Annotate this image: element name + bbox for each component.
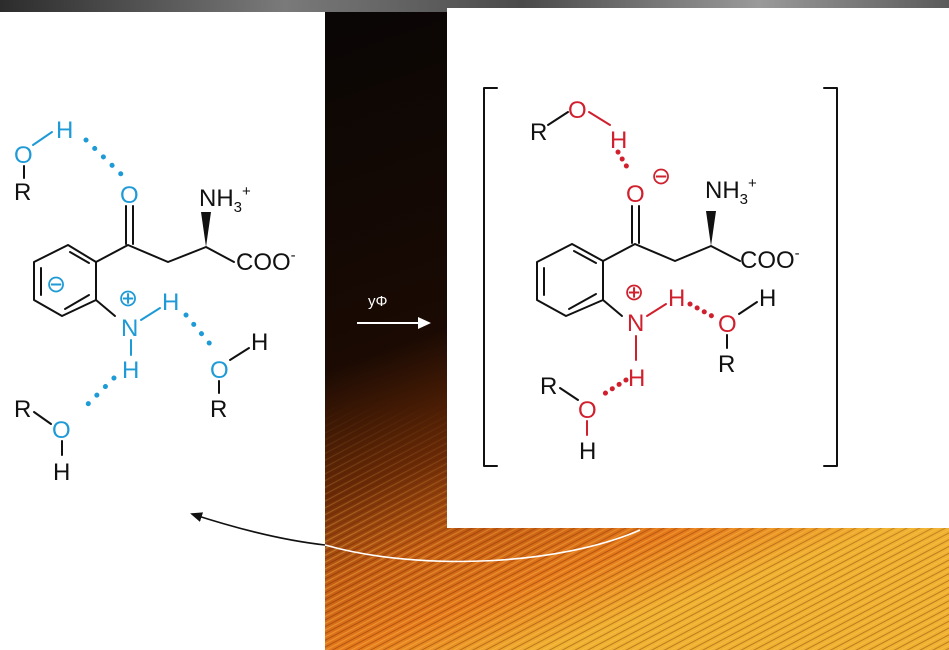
c-n-bond	[602, 299, 623, 317]
ring-double-bond	[568, 293, 597, 310]
r-o-bottom: R	[14, 396, 31, 423]
side-chain	[95, 244, 235, 263]
photoexcitation-arrowhead	[418, 317, 431, 329]
r-top: R	[530, 119, 547, 146]
oxygen-bottom: O	[52, 417, 71, 444]
hydrogen-n-below: H	[122, 357, 139, 384]
o-h-bond	[32, 131, 53, 146]
hydrogen-top: H	[56, 117, 73, 144]
o-h-bond-right	[738, 301, 758, 315]
return-arrow	[324, 529, 641, 563]
n-charge: ⊕	[118, 285, 138, 312]
oxygen-top: O	[568, 97, 587, 124]
hydrogen-o-bottom: H	[53, 459, 70, 486]
hydrogen-n-below: H	[628, 365, 645, 392]
r-top: R	[14, 179, 31, 206]
hydrogen-n-right: H	[668, 285, 685, 312]
hydrogen-o-right: H	[251, 329, 268, 356]
arrow-label: yΦ	[368, 293, 388, 310]
carbonyl-oxygen: O	[120, 182, 139, 209]
ring-double-bond	[64, 294, 90, 310]
n-charge: ⊕	[624, 279, 644, 306]
nitrogen: N	[121, 315, 138, 342]
r-o-bottom: R	[540, 373, 557, 400]
hydrogen-o-bottom: H	[579, 438, 596, 465]
amine-group: NH3+	[199, 183, 251, 216]
wedge-bond	[706, 211, 716, 246]
n-h-bond	[646, 303, 667, 317]
oxygen-right: O	[210, 357, 229, 384]
carboxylate-group: COO-	[740, 245, 800, 274]
oxygen-charge: ⊖	[651, 163, 671, 190]
side-chain	[602, 243, 741, 262]
carbonyl-oxygen: O	[626, 181, 645, 208]
n-h-bond	[140, 307, 161, 321]
nitrogen: N	[627, 310, 644, 337]
oxygen-top: O	[14, 142, 33, 169]
oxygen-bottom: O	[578, 397, 597, 424]
o-h-bond-right	[229, 347, 250, 361]
carboxylate-group: COO-	[236, 247, 296, 276]
amine-group: NH3+	[705, 175, 757, 208]
hydrogen-o-right: H	[759, 285, 776, 312]
r-o-bond-bottom	[559, 387, 579, 401]
bracket-right	[823, 87, 838, 467]
excited-state-panel	[447, 8, 949, 528]
oxygen-right: O	[718, 311, 737, 338]
hydrogen-bond	[77, 375, 117, 415]
return-arrow-tail	[190, 512, 326, 546]
r-o-bond-bottom	[33, 411, 52, 425]
r-o-right: R	[718, 351, 735, 378]
ring-double-bond	[69, 251, 90, 264]
hydrogen-bond	[183, 312, 218, 353]
hydrogen-n-right: H	[162, 289, 179, 316]
ring-double-bond	[573, 250, 597, 264]
hydrogen-bond	[83, 137, 125, 178]
wedge-bond	[201, 212, 211, 247]
ground-state-molecule: NH3+ COO- ⊖ O H R O ⊕ N H H O H R O R H	[14, 117, 296, 486]
bracket-left	[483, 87, 498, 467]
excited-state-molecule: NH3+ COO- R O H O ⊖ ⊕ N H O H R H R O H	[483, 87, 838, 467]
o-h-bond	[588, 111, 611, 126]
r-o-bond	[547, 111, 569, 126]
hydrogen-top: H	[610, 127, 627, 154]
ring-anion-charge: ⊖	[46, 271, 66, 298]
c-n-bond	[95, 299, 116, 317]
r-o-right: R	[210, 396, 227, 423]
